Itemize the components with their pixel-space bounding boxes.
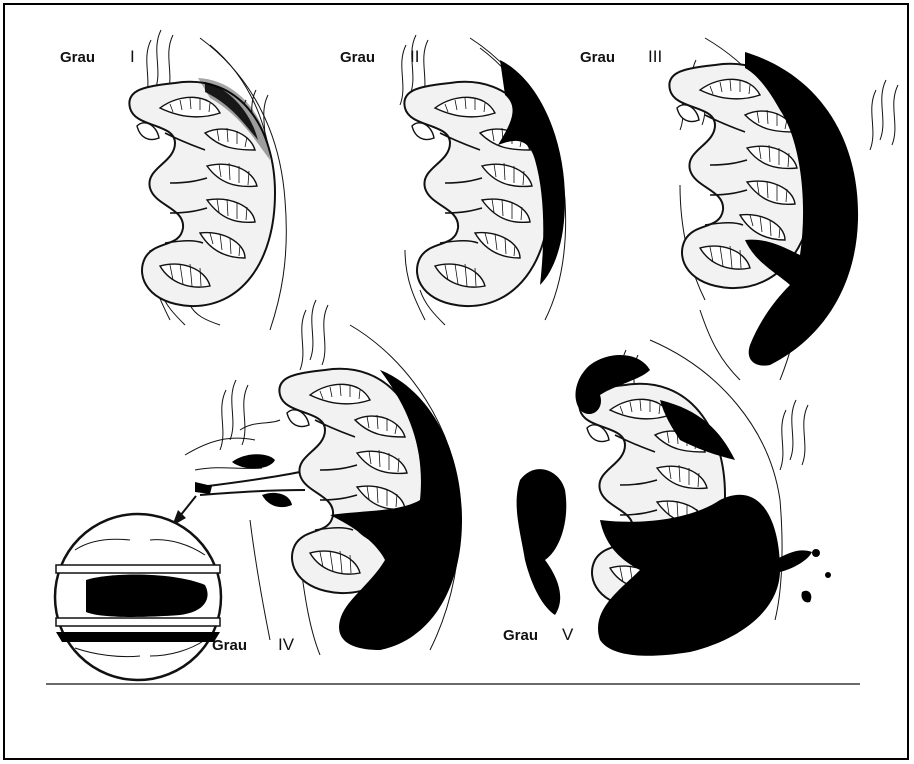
arrow-icon [180, 496, 196, 516]
grade-4-word: Grau [212, 637, 247, 654]
grade-5-word: Grau [503, 627, 538, 644]
grade-3-word: Grau [580, 49, 615, 66]
grade-1-word: Grau [60, 49, 95, 66]
grade-3-numeral: III [648, 47, 662, 66]
panel-grade-1: Grau I [60, 30, 286, 330]
panel-grade-5: Grau V [503, 340, 831, 656]
panel-grade-4: Grau IV [55, 300, 462, 680]
grade-4-numeral: IV [278, 635, 295, 654]
panel-grade-3: Grau III [580, 38, 898, 380]
panel-grade-2: Grau II [340, 35, 566, 325]
grade-1-numeral: I [130, 47, 135, 66]
grade-5-numeral: V [562, 625, 574, 644]
vessel-inset [55, 514, 221, 680]
grade-2-word: Grau [340, 49, 375, 66]
